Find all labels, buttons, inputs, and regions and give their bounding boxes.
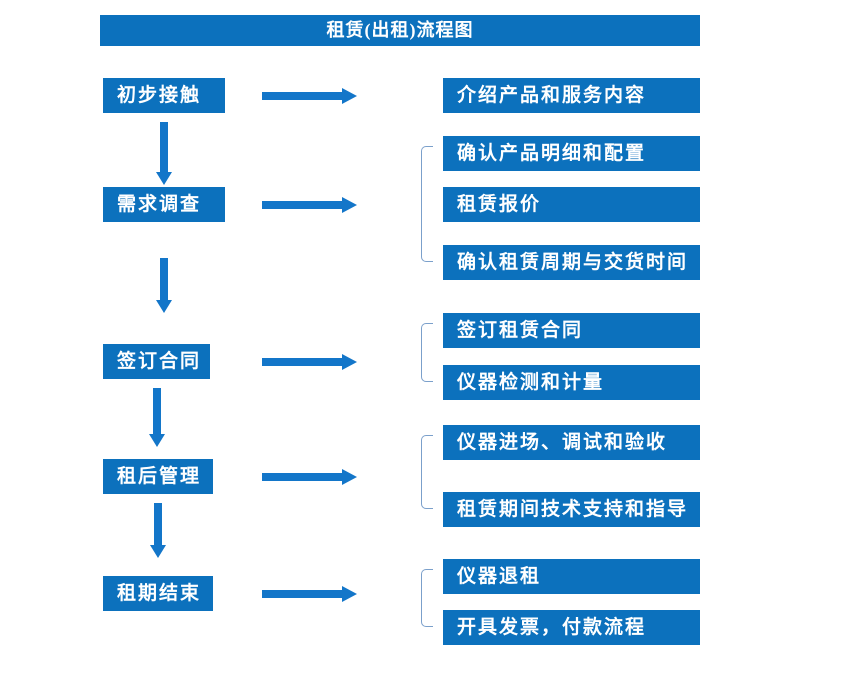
arrow-head <box>342 353 357 370</box>
arrow-shaft <box>262 472 343 481</box>
group-bracket <box>421 146 433 262</box>
arrow-head <box>156 300 172 313</box>
arrow-head <box>148 434 165 447</box>
detail-box-5-1: 仪器退租 <box>443 559 700 594</box>
step-box-5: 租期结束 <box>103 576 213 611</box>
detail-box-4-1: 仪器进场、调试和验收 <box>443 425 700 460</box>
detail-box-1-1: 介绍产品和服务内容 <box>443 78 700 113</box>
arrow-shaft <box>154 503 162 546</box>
right-arrow-icon <box>262 585 357 602</box>
detail-box-2-3: 确认租赁周期与交货时间 <box>443 245 700 280</box>
arrow-head <box>342 585 357 602</box>
detail-box-2-1: 确认产品明细和配置 <box>443 136 700 171</box>
detail-box-3-2: 仪器检测和计量 <box>443 365 700 400</box>
group-bracket <box>421 435 433 509</box>
group-bracket <box>421 569 433 627</box>
arrow-head <box>150 545 166 558</box>
detail-box-2-2: 租赁报价 <box>443 187 700 222</box>
group-bracket <box>421 323 433 382</box>
arrow-shaft <box>262 589 343 598</box>
step-box-4: 租后管理 <box>103 459 213 494</box>
arrow-shaft <box>262 200 343 209</box>
down-arrow-icon <box>150 503 166 558</box>
detail-box-5-2: 开具发票，付款流程 <box>443 610 700 645</box>
arrow-head <box>342 87 357 104</box>
right-arrow-icon <box>262 468 357 485</box>
arrow-head <box>342 468 357 485</box>
down-arrow-icon <box>156 122 172 185</box>
right-arrow-icon <box>262 87 357 104</box>
down-arrow-icon <box>148 388 165 447</box>
flowchart-title: 租赁(出租)流程图 <box>100 15 700 46</box>
step-box-2: 需求调查 <box>103 187 225 222</box>
detail-box-4-2: 租赁期间技术支持和指导 <box>443 492 700 527</box>
arrow-shaft <box>152 388 161 435</box>
right-arrow-icon <box>262 196 357 213</box>
arrow-shaft <box>160 122 168 173</box>
arrow-head <box>156 172 172 185</box>
step-box-1: 初步接触 <box>103 78 225 113</box>
right-arrow-icon <box>262 353 357 370</box>
arrow-head <box>342 196 357 213</box>
arrow-shaft <box>262 91 343 100</box>
detail-box-3-1: 签订租赁合同 <box>443 313 700 348</box>
down-arrow-icon <box>156 258 172 313</box>
arrow-shaft <box>262 357 343 366</box>
step-box-3: 签订合同 <box>103 344 210 379</box>
arrow-shaft <box>160 258 168 301</box>
